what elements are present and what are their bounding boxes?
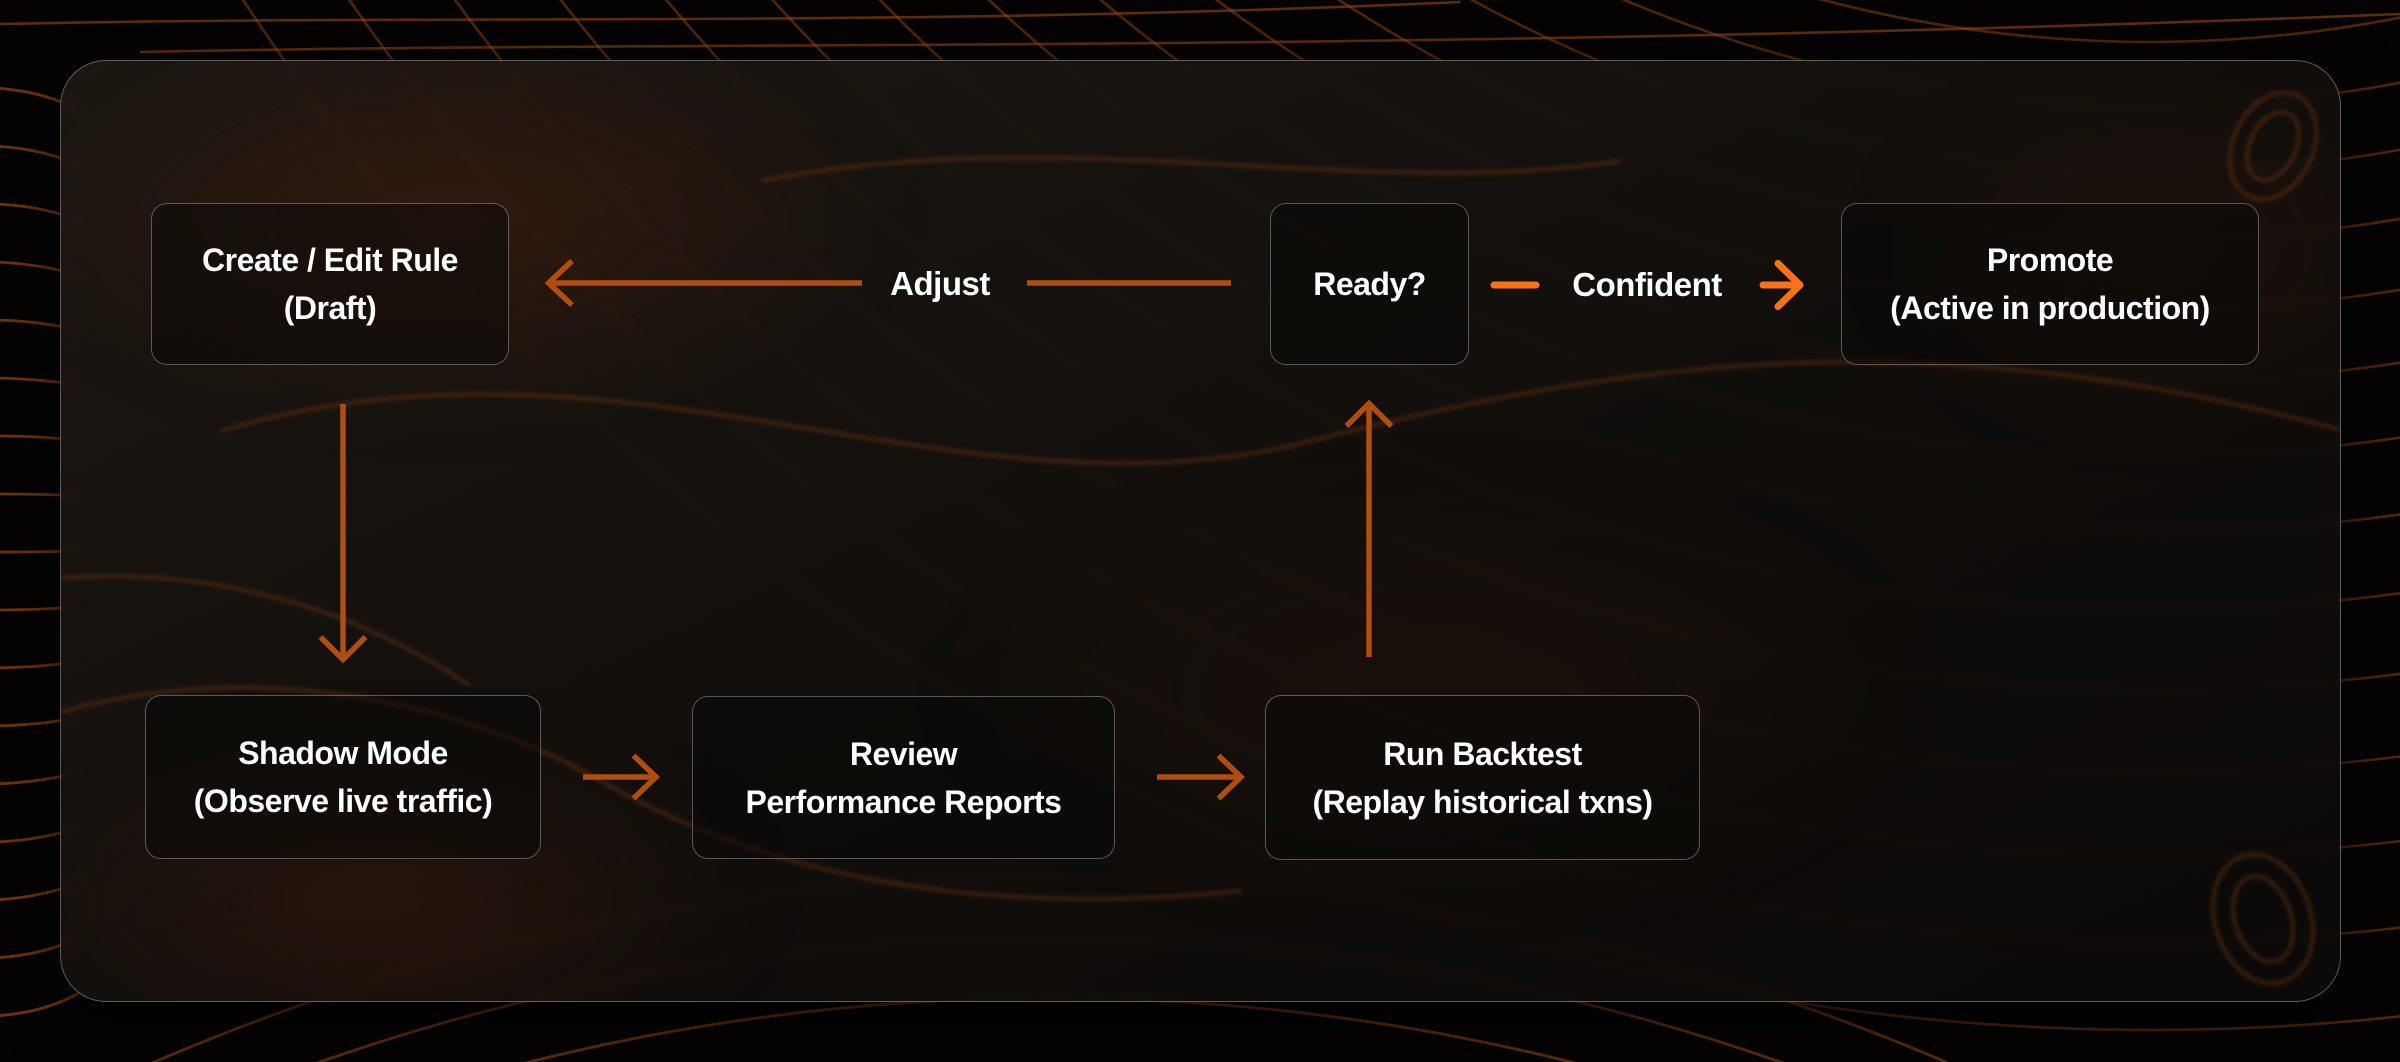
- node-promote: Promote (Active in production): [1841, 203, 2259, 365]
- node-create-edit-rule: Create / Edit Rule (Draft): [151, 203, 509, 365]
- node-review-performance-reports: Review Performance Reports: [692, 696, 1115, 859]
- node-label-line2: (Observe live traffic): [193, 783, 493, 819]
- node-label-line1: Run Backtest: [1383, 735, 1582, 772]
- node-label-line1: Create / Edit Rule: [202, 242, 458, 278]
- node-shadow-mode: Shadow Mode (Observe live traffic): [145, 695, 541, 859]
- node-label-line1: Promote: [1986, 242, 2114, 278]
- confident-label: Confident: [1572, 266, 1722, 303]
- node-run-backtest: Run Backtest (Replay historical txns): [1265, 695, 1700, 860]
- node-ready: Ready?: [1270, 203, 1469, 365]
- node-label-line1: Shadow Mode: [238, 735, 448, 771]
- top-contour-lines: [0, 0, 2400, 54]
- node-label-line2: (Replay historical txns): [1312, 783, 1653, 820]
- node-label-line1: Review: [849, 735, 958, 772]
- node-label-line2: Performance Reports: [745, 783, 1062, 820]
- node-label-line1: Ready?: [1313, 266, 1426, 302]
- adjust-label: Adjust: [890, 265, 990, 302]
- node-label-line2: (Draft): [283, 290, 377, 326]
- flow-panel: [60, 60, 2341, 1002]
- node-label-line2: (Active in production): [1890, 290, 2210, 326]
- panel-contour-texture: [61, 91, 2340, 985]
